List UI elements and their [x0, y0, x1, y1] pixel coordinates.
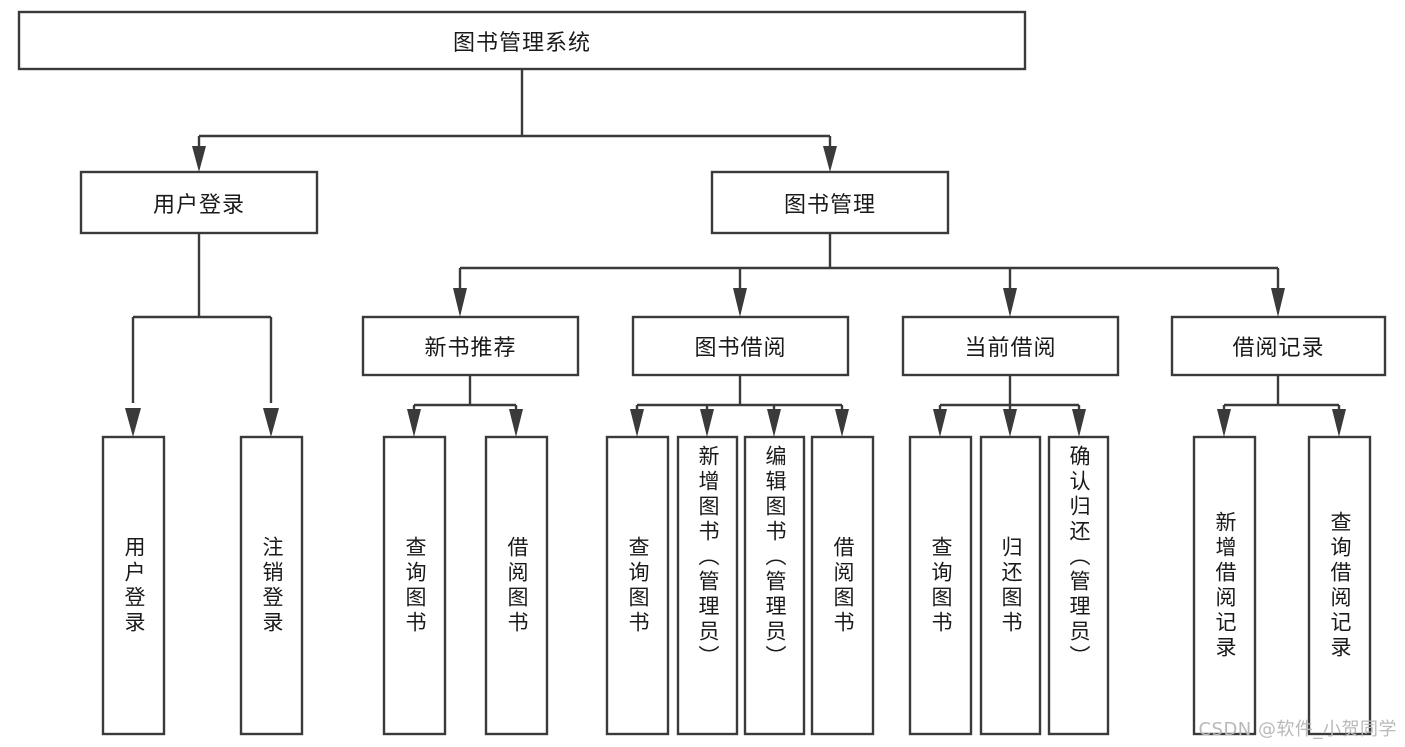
- node-root-title[interactable]: [17, 10, 1027, 71]
- leaf-box-borrow-1[interactable]: [605, 435, 670, 736]
- arrow-head-current-leaf3: [1072, 409, 1086, 437]
- node-book-borrow[interactable]: [631, 315, 850, 377]
- connector-layer: [125, 69, 1346, 437]
- node-book-management[interactable]: [710, 170, 950, 235]
- leaf-box-user-login-1[interactable]: [101, 435, 166, 736]
- arrow-head-user-login: [192, 146, 206, 172]
- leaf-box-recommend-1[interactable]: [382, 435, 447, 736]
- arrow-head-current-leaf1: [933, 409, 947, 437]
- arrow-head-recommend: [453, 288, 467, 317]
- node-user-login[interactable]: [79, 170, 319, 235]
- leaf-box-current-2[interactable]: [979, 435, 1042, 736]
- leaf-box-user-login-2[interactable]: [239, 435, 304, 736]
- arrow-head-book-management: [823, 146, 837, 172]
- node-new-book-recommend[interactable]: [361, 315, 580, 377]
- arrow-head-borrow-leaf3: [767, 409, 781, 437]
- arrow-head-borrow-leaf2: [700, 409, 714, 437]
- arrow-head-record-leaf1: [1217, 409, 1231, 437]
- arrow-head-user-login-leaf1: [125, 408, 141, 437]
- arrow-head-record: [1271, 288, 1285, 317]
- arrow-head-current: [1003, 288, 1017, 317]
- arrow-head-borrow: [733, 288, 747, 317]
- node-box-layer: [17, 10, 1387, 736]
- leaf-box-borrow-2[interactable]: [676, 435, 739, 736]
- leaf-box-record-2[interactable]: [1307, 435, 1372, 736]
- arrow-head-recommend-leaf2: [509, 409, 523, 437]
- leaf-box-recommend-2[interactable]: [484, 435, 549, 736]
- leaf-box-current-3[interactable]: [1047, 435, 1110, 736]
- node-borrow-record[interactable]: [1170, 315, 1387, 377]
- leaf-box-borrow-4[interactable]: [810, 435, 875, 736]
- leaf-box-record-1[interactable]: [1192, 435, 1257, 736]
- arrow-head-record-leaf2: [1332, 409, 1346, 437]
- arrow-head-current-leaf2: [1003, 409, 1017, 437]
- arrow-head-user-login-leaf2: [263, 408, 279, 437]
- arrow-head-recommend-leaf1: [407, 409, 421, 437]
- leaf-box-borrow-3[interactable]: [743, 435, 806, 736]
- node-current-borrow[interactable]: [901, 315, 1120, 377]
- arrow-head-borrow-leaf1: [630, 409, 644, 437]
- arrow-head-borrow-leaf4: [835, 409, 849, 437]
- leaf-box-current-1[interactable]: [908, 435, 973, 736]
- csdn-watermark: CSDN @软件_小贺同学: [1198, 719, 1397, 740]
